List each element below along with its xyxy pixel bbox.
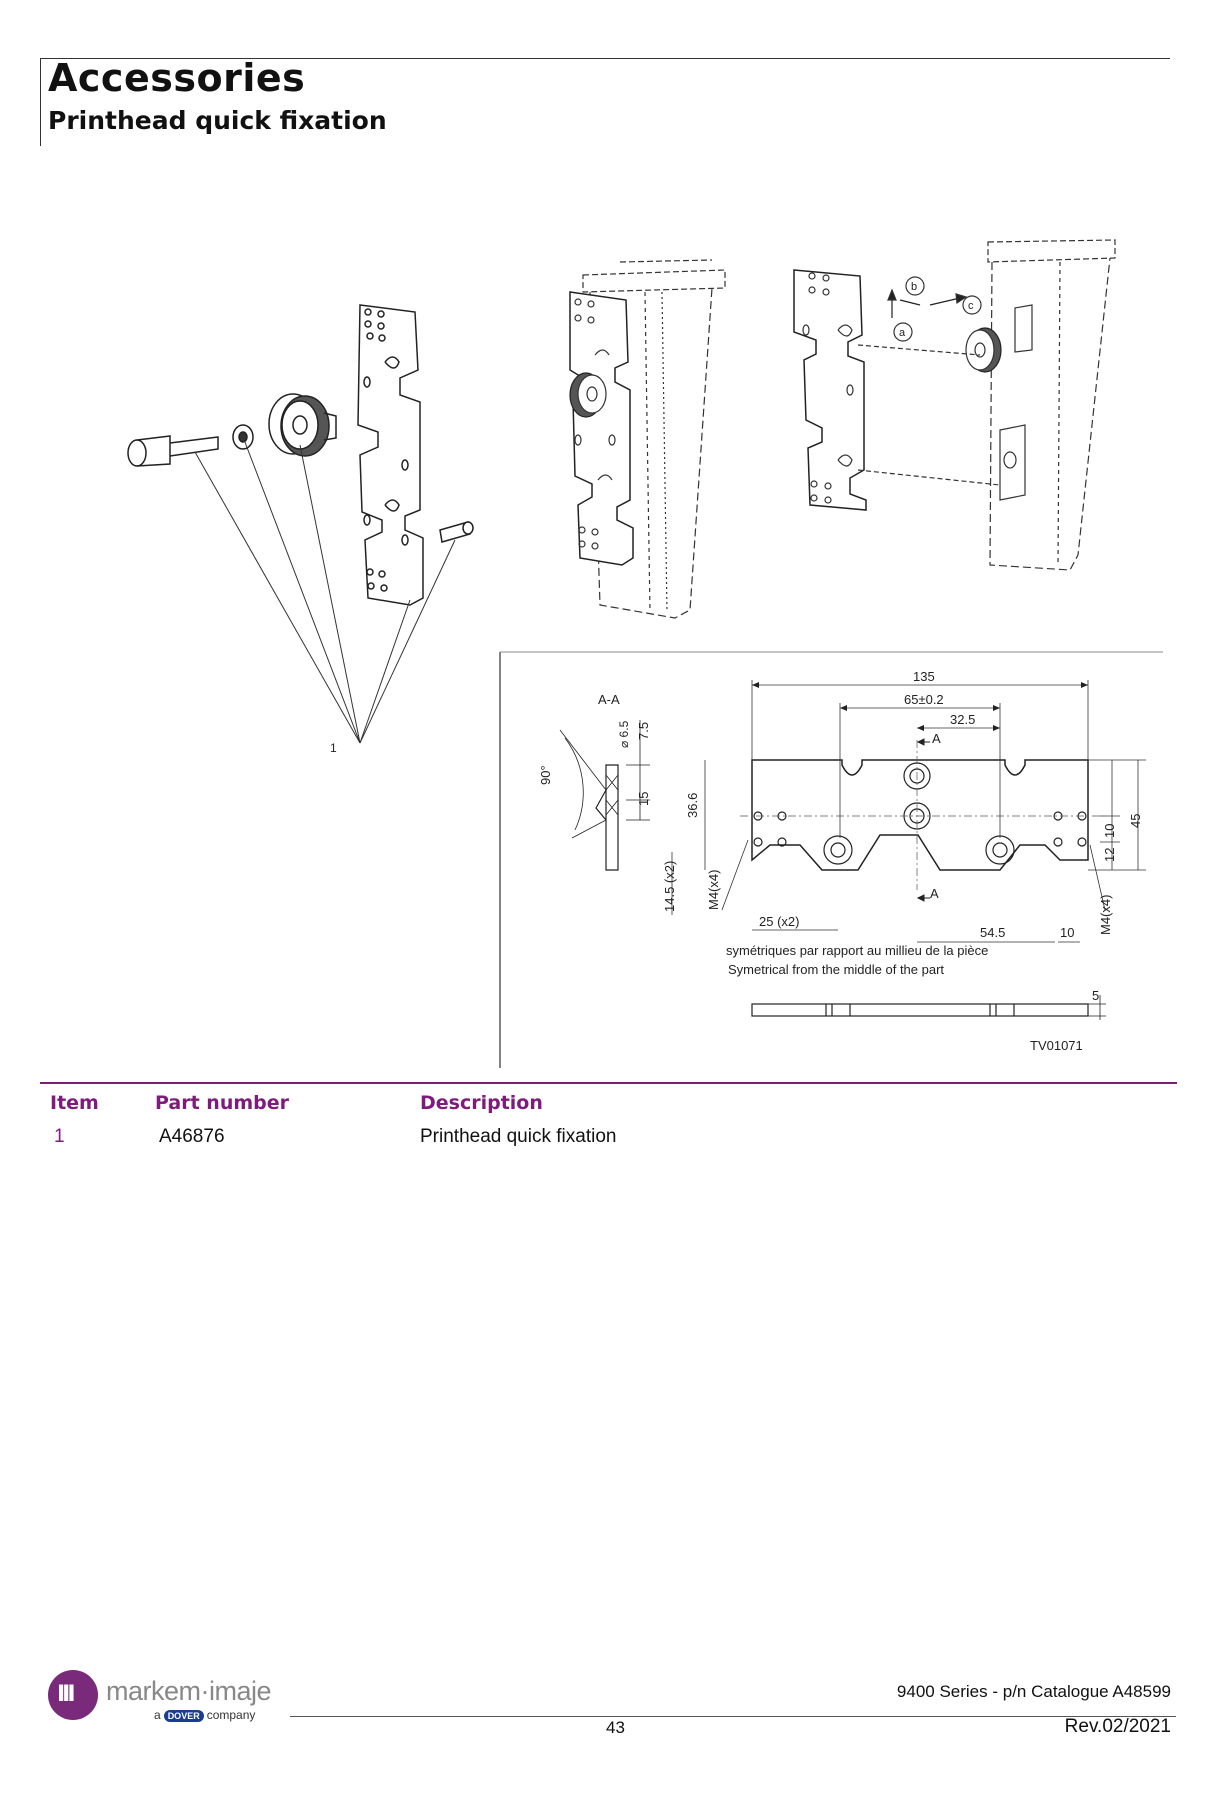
mounted-view [569,259,726,619]
col-header-description: Description [420,1092,543,1114]
logo-icon: III [48,1670,98,1720]
dim-65: 65±0.2 [904,692,944,707]
dim-135: 135 [913,669,935,684]
assembly-label-a: a [899,327,906,339]
logo-wordmark: markem·imaje [106,1676,272,1706]
table-rule [40,1082,1177,1084]
page-title: Accessories [48,56,306,100]
section-mark-top: A [932,731,941,746]
section-mark-bottom: A [930,886,939,901]
m4-label-left: M4(x4) [706,870,721,910]
dim-36-6: 36.6 [685,793,700,818]
row-part-number: A46876 [159,1126,225,1147]
note-en: Symetrical from the middle of the part [728,962,944,977]
note-fr: symétriques par rapport au millieu de la… [726,943,988,958]
dim-14-5: 14.5 (x2) [662,861,677,912]
assembly-label-b: b [911,281,917,293]
row-description: Printhead quick fixation [420,1126,617,1147]
dim-54-5: 54.5 [980,925,1005,940]
dim-25: 25 (x2) [759,914,799,929]
dim-10-bottom: 10 [1060,925,1074,940]
m4-label-right: M4(x4) [1098,895,1113,935]
section-label: A-A [598,692,620,707]
dim-6-5: ⌀ 6.5 [617,720,631,748]
dim-32-5: 32.5 [950,712,975,727]
dim-10: 10 [1102,824,1117,838]
dim-12: 12 [1102,848,1117,862]
col-header-part: Part number [155,1092,290,1114]
col-header-item: Item [50,1092,99,1114]
revision: Rev.02/2021 [1064,1716,1171,1737]
assembly-label-c: c [968,300,974,312]
row-item: 1 [54,1126,65,1147]
technical-figure: 1 [127,239,1163,1068]
drawing-ref: TV01071 [1030,1038,1083,1053]
dim-45: 45 [1128,814,1143,828]
assembly-view [793,239,1116,571]
dim-15: 15 [636,792,651,806]
dim-5: 5 [1092,988,1099,1003]
dimension-drawing [499,651,1163,1068]
header-left-rule [40,58,41,146]
footer-rule [290,1716,1176,1717]
exploded-view [127,304,474,606]
callout-leaders [194,436,456,744]
callout-label: 1 [330,741,337,755]
page-subtitle: Printhead quick fixation [48,106,387,135]
page-number: 43 [606,1718,625,1737]
footer-series: 9400 Series - p/n Catalogue A48599 [896,1682,1171,1701]
header-rule [40,58,1170,59]
angle-label: 90° [538,765,553,785]
dim-7-5: 7.5 [636,722,651,740]
